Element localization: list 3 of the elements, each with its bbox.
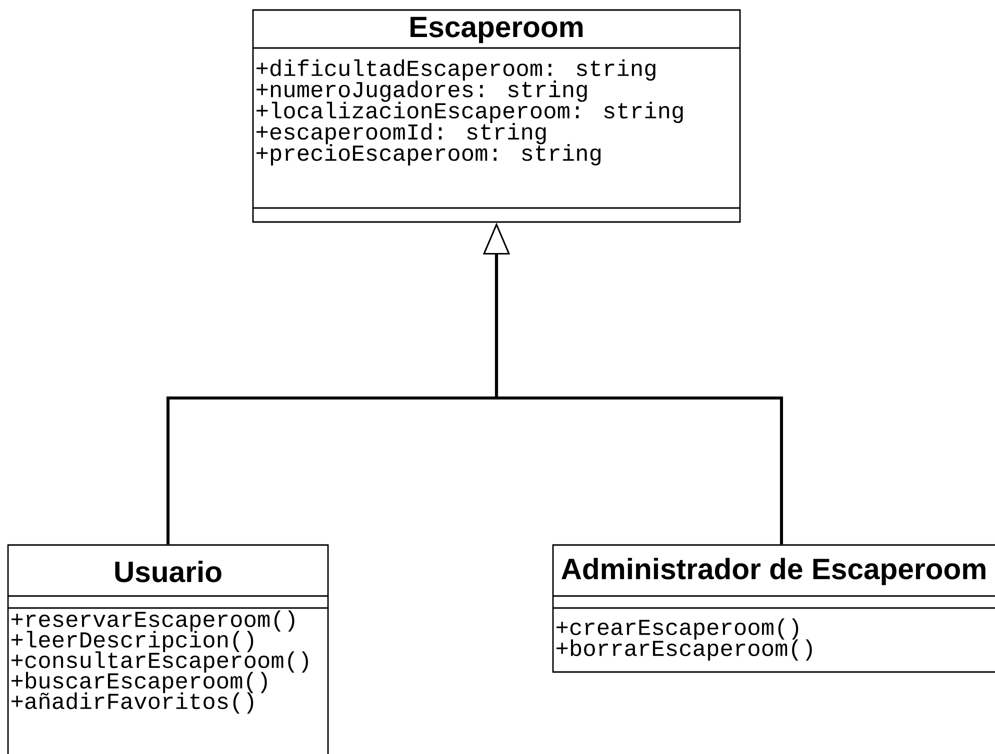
class-box: Escaperoom +dificultadEscaperoom: string +numeroJugadores: string +localizacionEscaperoom: string +escaperoomId: string +precioEscaperoom: string [252, 9, 741, 223]
class-box: Usuario +reservarEscaperoom() +leerDescripcion() +consultarEscaperoom() +buscarEscaperoom() +añadirFavoritos() [7, 544, 329, 754]
class-box: Administrador de Escaperoom +crearEscaperoom() +borrarEscaperoom() [552, 544, 995, 673]
